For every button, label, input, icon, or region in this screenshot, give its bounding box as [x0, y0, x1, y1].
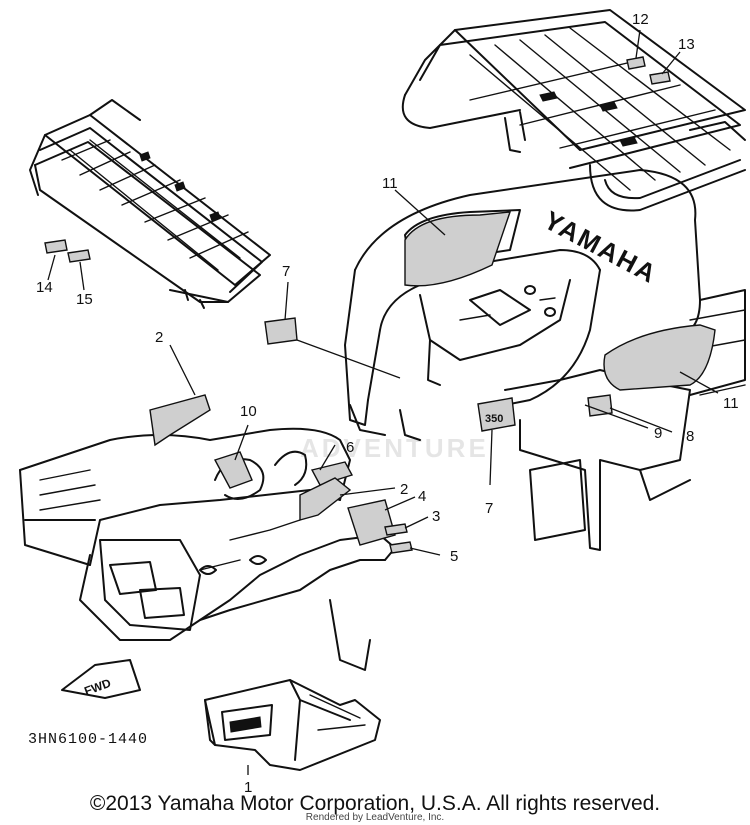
leader-7-lower [489, 429, 493, 486]
decal-10 [213, 451, 253, 489]
decal-label: 350 [485, 413, 503, 425]
leader-12 [635, 29, 641, 59]
leader-9 [584, 404, 649, 429]
callout-11-top: 11 [382, 175, 398, 192]
leader-11-right [679, 371, 719, 394]
callout-9: 9 [654, 425, 662, 442]
callout-4: 4 [418, 488, 426, 505]
front-carrier [29, 99, 271, 309]
decal-4 [347, 499, 396, 546]
watermark: ADVENTURE [300, 433, 489, 463]
callout-2-lower: 2 [400, 481, 408, 498]
rear-fender [344, 169, 746, 551]
leader-7-upper [284, 281, 401, 379]
callout-13: 13 [678, 36, 695, 53]
leader-5 [409, 547, 441, 556]
part-code: 3HN6100-1440 [28, 731, 149, 748]
callout-15: 15 [76, 291, 93, 308]
decal-11-right [603, 324, 716, 391]
callout-11-right: 11 [723, 395, 739, 412]
decal-12 [626, 56, 646, 70]
leader-2-upper [169, 344, 196, 396]
leader-8 [609, 407, 673, 433]
callout-8: 8 [686, 428, 694, 445]
leader-11-top [394, 189, 446, 236]
leader-15 [79, 261, 85, 291]
decal-13 [649, 71, 671, 85]
brand-mark: YAMAHA [539, 205, 662, 290]
leader-6 [319, 444, 336, 471]
copyright-notice: ©2013 Yamaha Motor Corporation, U.S.A. A… [89, 792, 661, 815]
decal-7-loose [264, 317, 298, 345]
callout-12: 12 [632, 11, 649, 28]
callout-10: 10 [240, 403, 257, 420]
decal-5 [389, 541, 413, 554]
leader-10 [234, 424, 249, 461]
callout-7-lower: 7 [485, 500, 493, 517]
callout-2-upper: 2 [155, 329, 163, 346]
reflector-8 [587, 394, 613, 417]
callout-6: 6 [346, 439, 354, 456]
rendered-by-note: Rendered by LeadVenture, Inc. [305, 812, 445, 823]
rear-carrier [401, 9, 746, 212]
callout-1: 1 [244, 779, 252, 796]
leader-2-lower [339, 487, 396, 496]
decal-15 [67, 249, 91, 263]
decal-2-fender [299, 477, 352, 521]
decal-3 [384, 523, 408, 536]
callout-5: 5 [450, 548, 458, 565]
part-1-assembly [204, 679, 381, 771]
fwd-label: FWD [82, 676, 113, 699]
leader-3 [404, 516, 429, 529]
leader-13 [661, 51, 681, 75]
leader-14 [47, 254, 56, 281]
decal-11-left [404, 211, 512, 287]
decal-2-loose [149, 394, 211, 447]
callout-14: 14 [36, 279, 53, 296]
decal-14 [44, 239, 68, 254]
callout-7-upper: 7 [282, 263, 290, 280]
fwd-arrow: FWD [61, 659, 141, 699]
leader-4 [384, 496, 416, 511]
callout-3: 3 [432, 508, 440, 525]
decal-7-fender [477, 397, 516, 432]
